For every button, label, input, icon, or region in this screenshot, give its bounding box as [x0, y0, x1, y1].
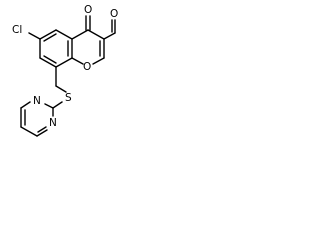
- bond: [39, 57, 57, 68]
- bond: [37, 126, 47, 133]
- ring-oxygen-label: O: [83, 61, 91, 73]
- bond: [36, 129, 48, 137]
- sulfur-label: S: [65, 92, 72, 104]
- chlorine-label: Cl: [12, 24, 22, 36]
- chemical-structure: Cl O O O S N N: [12, 4, 118, 137]
- bond: [39, 29, 57, 40]
- bond: [103, 32, 116, 40]
- bond: [71, 29, 89, 40]
- bond: [28, 32, 41, 40]
- bond-lines: [20, 15, 116, 137]
- bond: [20, 126, 38, 137]
- bond: [55, 85, 67, 93]
- bond: [44, 103, 54, 109]
- bond: [43, 55, 57, 64]
- bond: [20, 101, 31, 109]
- bond: [71, 57, 84, 65]
- bond: [52, 101, 63, 109]
- atom-labels: Cl O O O S N N: [12, 4, 118, 129]
- carbonyl-oxygen-label: O: [84, 4, 92, 16]
- bond: [87, 29, 105, 40]
- bond: [43, 33, 57, 42]
- bond: [92, 57, 105, 65]
- pyrimidine-nitrogen-right-label: N: [49, 117, 57, 129]
- structure-canvas: Cl O O O S N N: [0, 0, 120, 156]
- pyrimidine-nitrogen-top-label: N: [33, 95, 41, 107]
- bond: [55, 29, 73, 40]
- aldehyde-oxygen-label: O: [110, 8, 118, 20]
- bond: [55, 57, 73, 68]
